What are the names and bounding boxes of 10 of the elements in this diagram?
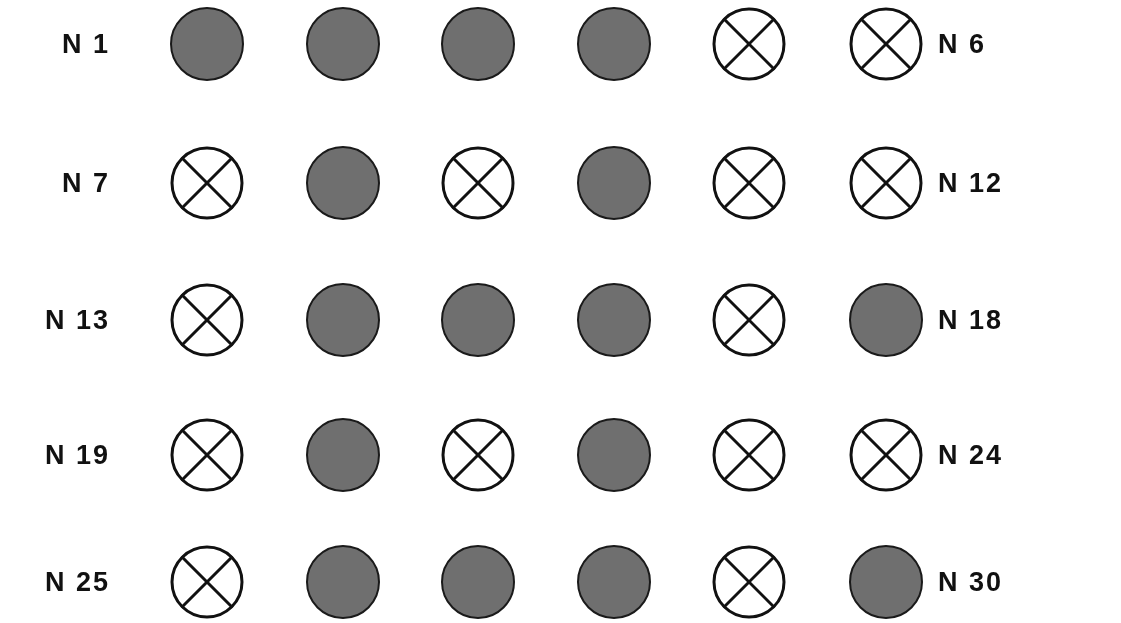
row-label: N 18: [938, 304, 1004, 336]
row-label: N 30: [938, 566, 1004, 598]
row-label: N 19: [44, 439, 110, 471]
row-label: N 7: [61, 167, 110, 199]
row-label: N 1: [61, 28, 110, 60]
row-label: N 12: [938, 167, 1004, 199]
row-label: N 25: [44, 566, 110, 598]
row-label: N 6: [938, 28, 987, 60]
row-label: N 24: [938, 439, 1004, 471]
row-label: N 13: [44, 304, 110, 336]
